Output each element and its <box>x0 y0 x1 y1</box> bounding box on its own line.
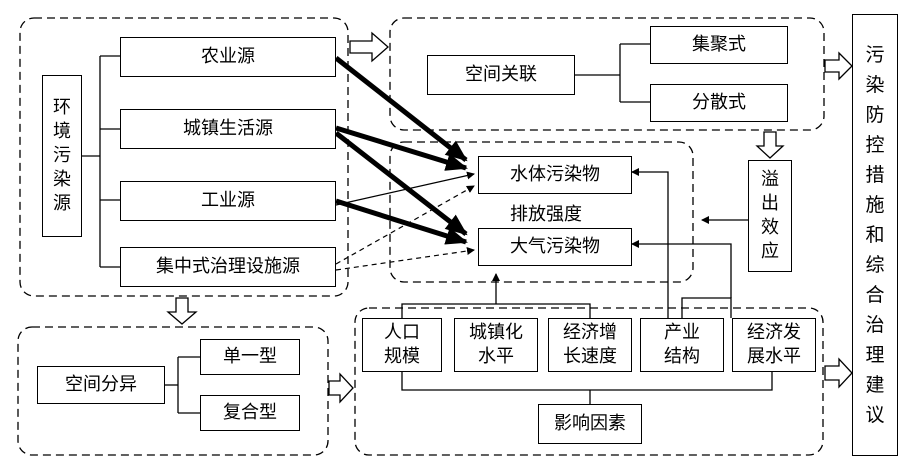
measures-char: 议 <box>865 404 885 426</box>
source-industry: 工业源 <box>120 181 336 221</box>
factor-development-level: 经济发展水平 <box>732 318 816 372</box>
measures-box: 污 染 防 控 措 施 和 综 合 治 理 建 议 <box>852 14 898 456</box>
source-centralized-treatment: 集中式治理设施源 <box>120 247 336 287</box>
factors-group-frame <box>354 307 824 456</box>
factor-line: 人口规模 <box>384 322 420 367</box>
measures-char: 防 <box>865 104 885 126</box>
spillover-char: 应 <box>761 241 779 262</box>
measures-char: 施 <box>865 194 885 216</box>
air-pollutants-box: 大气污染物 <box>478 228 632 266</box>
sources-title-char: 境 <box>53 121 71 142</box>
water-pollutants-box: 水体污染物 <box>478 156 632 194</box>
sources-group-frame <box>19 17 349 297</box>
factor-line: 城镇化水平 <box>469 322 523 367</box>
measures-char: 综 <box>865 254 885 276</box>
sources-title-box: 环 境 污 染 源 <box>42 75 82 237</box>
sources-title-char: 环 <box>53 97 71 118</box>
factor-connectors <box>401 168 773 404</box>
association-type-agglomerated: 集聚式 <box>650 26 788 64</box>
emission-intensity-label: 排放强度 <box>510 203 582 227</box>
measures-char: 控 <box>865 134 885 156</box>
association-bracket <box>575 43 650 103</box>
factor-population: 人口规模 <box>362 318 442 372</box>
differentiation-type-composite: 复合型 <box>200 395 300 431</box>
measures-char: 污 <box>865 44 885 66</box>
influencing-factors-box: 影响因素 <box>538 404 642 444</box>
sources-title-char: 污 <box>53 145 71 166</box>
sources-bracket <box>82 55 120 268</box>
spillover-box: 溢 出 效 应 <box>748 160 792 272</box>
spatial-association-box: 空间关联 <box>427 55 575 95</box>
spillover-char: 效 <box>761 217 779 238</box>
differentiation-group-frame <box>17 326 329 456</box>
association-type-dispersed: 分散式 <box>650 84 788 122</box>
spillover-char: 出 <box>761 193 779 214</box>
sources-title-char: 染 <box>53 169 71 190</box>
thin-arrows <box>335 171 475 271</box>
factor-industrial-structure: 产业结构 <box>640 318 724 372</box>
spillover-char: 溢 <box>761 169 779 190</box>
measures-char: 措 <box>865 164 885 186</box>
spatial-differentiation-box: 空间分异 <box>37 366 165 404</box>
measures-char: 建 <box>865 374 885 396</box>
emission-group-frame <box>389 141 694 283</box>
factor-line: 产业结构 <box>664 322 700 367</box>
measures-char: 染 <box>865 74 885 96</box>
source-agriculture: 农业源 <box>120 37 336 77</box>
source-urban-living: 城镇生活源 <box>120 109 336 149</box>
measures-char: 治 <box>865 314 885 336</box>
measures-char: 理 <box>865 344 885 366</box>
differentiation-type-single: 单一型 <box>200 339 300 375</box>
association-group-frame <box>389 17 825 131</box>
differentiation-bracket <box>165 356 200 414</box>
factor-growth-rate: 经济增长速度 <box>548 318 632 372</box>
factor-urbanization: 城镇化水平 <box>454 318 538 372</box>
factor-line: 经济发展水平 <box>747 322 801 367</box>
factor-line: 经济增长速度 <box>563 322 617 367</box>
measures-char: 合 <box>865 284 885 306</box>
measures-char: 和 <box>865 224 885 246</box>
hollow-arrows <box>166 31 853 404</box>
thick-arrows <box>334 56 468 245</box>
sources-title-char: 源 <box>53 193 71 214</box>
